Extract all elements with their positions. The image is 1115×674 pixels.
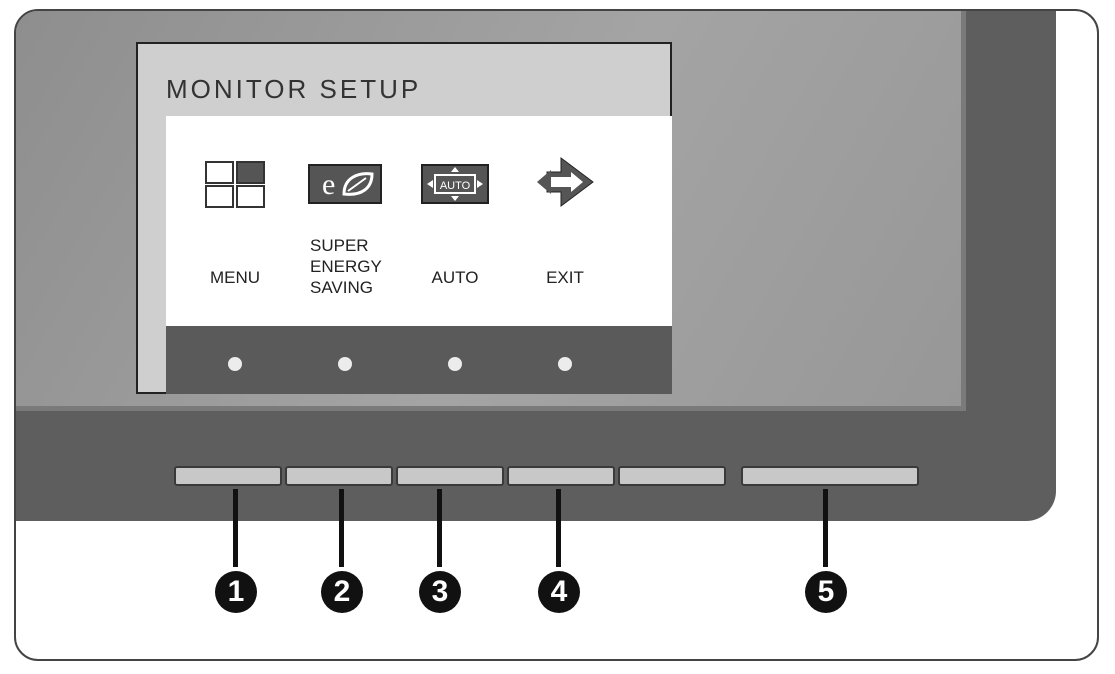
hardware-button-1[interactable] [174,466,282,486]
callout-number-1: 1 [215,571,257,613]
osd-indicator-bar [166,326,672,394]
osd-label-menu: MENU [209,268,261,287]
osd-item-exit[interactable]: EXIT [510,116,620,326]
energy-icon-letter: e [322,168,335,201]
callout-number-4: 4 [538,571,580,613]
monitor-screen: MONITOR SETUP MENU [16,11,961,406]
hardware-button-3[interactable] [396,466,504,486]
osd-label-exit: EXIT [546,268,584,287]
osd-indicator-dot [228,357,242,371]
callout-line-4 [556,489,561,567]
auto-adjust-icon: AUTO [400,160,510,208]
callout-number-2: 2 [321,571,363,613]
hardware-button-2[interactable] [285,466,393,486]
hardware-button-spare[interactable] [618,466,726,486]
energy-saving-leaf-icon: e [290,160,400,208]
callout-number-3: 3 [419,571,461,613]
osd-item-auto[interactable]: AUTO AUTO [400,116,510,326]
osd-menu: MONITOR SETUP MENU [136,42,672,394]
panel-edge: MONITOR SETUP MENU [16,11,966,411]
osd-item-menu[interactable]: MENU [180,116,290,326]
diagram-frame: MONITOR SETUP MENU [14,9,1099,661]
auto-icon-text: AUTO [440,180,471,192]
osd-indicator-dot [558,357,572,371]
monitor-bezel: MONITOR SETUP MENU [16,11,1056,521]
menu-grid-icon [180,160,290,208]
callout-line-1 [233,489,238,567]
osd-body: MENU e SUPER ENERGY [166,116,672,326]
callout-line-2 [339,489,344,567]
hardware-button-5[interactable] [741,466,919,486]
exit-arrow-icon [510,157,620,208]
osd-item-energy[interactable]: e SUPER ENERGY SAVING [290,116,400,326]
hardware-button-4[interactable] [507,466,615,486]
osd-label-auto: AUTO [431,268,479,287]
callout-number-5: 5 [805,571,847,613]
osd-title: MONITOR SETUP [166,74,422,104]
osd-indicator-dot [448,357,462,371]
osd-label-energy: SUPER ENERGY SAVING [310,236,382,297]
osd-indicator-dot [338,357,352,371]
callout-line-3 [437,489,442,567]
callout-line-5 [823,489,828,567]
